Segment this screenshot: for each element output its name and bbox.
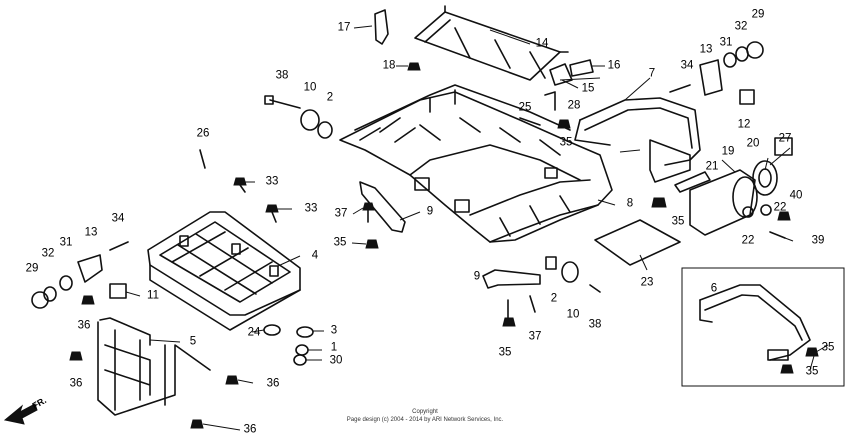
bracket-inset	[699, 284, 811, 361]
callout-9-upper: 9	[426, 205, 434, 218]
callout-35-lower: 35	[498, 346, 512, 359]
callout-15: 15	[581, 82, 595, 95]
callout-40: 40	[789, 189, 803, 202]
rear-guard	[574, 97, 701, 183]
callout-34-front: 34	[111, 212, 125, 225]
callout-13-rear: 13	[699, 43, 713, 56]
page-design-credit: Page design (c) 2004 - 2014 by ARI Netwo…	[346, 417, 504, 423]
callout-14: 14	[535, 37, 549, 50]
callout-10-left: 10	[303, 81, 317, 94]
callout-32-rear: 32	[734, 20, 748, 33]
callout-29-rear: 29	[751, 8, 765, 21]
callout-9-lower: 9	[473, 270, 481, 283]
callout-36-left: 36	[69, 377, 83, 390]
callout-36-lowest: 36	[243, 423, 257, 436]
callout-39: 39	[811, 234, 825, 247]
callout-31-front: 31	[59, 236, 73, 249]
callout-37-upper: 37	[334, 207, 348, 220]
leader-lines	[125, 25, 829, 431]
callout-35-center: 35	[559, 136, 573, 149]
callout-11: 11	[147, 289, 159, 302]
callout-1: 1	[330, 341, 338, 354]
callout-31-rear: 31	[719, 36, 733, 49]
callout-29-front: 29	[25, 262, 39, 275]
callout-19: 19	[721, 145, 735, 158]
callout-26: 26	[196, 127, 210, 140]
callout-35-muffler: 35	[671, 215, 685, 228]
callout-22-lower: 22	[741, 234, 755, 247]
callout-25: 25	[518, 101, 532, 114]
callout-34-rear: 34	[680, 59, 694, 72]
front-rack	[147, 211, 301, 331]
callout-20: 20	[746, 137, 760, 150]
callout-21: 21	[705, 160, 719, 173]
copyright-line: Copyright	[412, 409, 438, 415]
callout-17: 17	[337, 21, 351, 34]
inset-box	[681, 267, 845, 387]
front-direction-arrow	[3, 403, 38, 425]
stay-upper	[359, 181, 406, 233]
callout-2-lower: 2	[550, 292, 558, 305]
callout-22-right: 22	[773, 201, 787, 214]
callout-24: 24	[247, 326, 261, 339]
callout-10-lower: 10	[566, 308, 580, 321]
stay-lower	[482, 269, 541, 289]
callout-18: 18	[382, 59, 396, 72]
plate	[594, 219, 681, 266]
top-rack	[414, 5, 569, 81]
callout-30: 30	[329, 354, 343, 367]
fasteners	[31, 9, 819, 429]
front-guard	[97, 317, 211, 416]
callout-35-left: 35	[333, 236, 347, 249]
callout-27: 27	[778, 132, 792, 145]
callout-35-inset-bottom: 35	[805, 365, 819, 378]
callout-36-front: 36	[77, 319, 91, 332]
callout-8: 8	[626, 197, 634, 210]
callout-33-upper: 33	[265, 175, 279, 188]
callout-6: 6	[710, 282, 718, 295]
callout-23: 23	[640, 276, 654, 289]
callout-35-inset-top: 35	[821, 341, 835, 354]
callout-13-front: 13	[84, 226, 98, 239]
callout-37-lower: 37	[528, 330, 542, 343]
callout-7: 7	[648, 67, 656, 80]
callout-3: 3	[330, 324, 338, 337]
muffler-group	[674, 160, 778, 236]
callout-16: 16	[607, 59, 621, 72]
callout-36-bottom: 36	[266, 377, 280, 390]
callout-2-left: 2	[326, 91, 334, 104]
callout-4: 4	[311, 249, 319, 262]
callout-38-lower: 38	[588, 318, 602, 331]
callout-12: 12	[737, 118, 751, 131]
callout-38-left: 38	[275, 69, 289, 82]
callout-5: 5	[189, 335, 197, 348]
callout-28: 28	[567, 99, 581, 112]
carrier-frame	[339, 84, 613, 243]
callout-33-lower: 33	[304, 202, 318, 215]
callout-32-front: 32	[41, 247, 55, 260]
